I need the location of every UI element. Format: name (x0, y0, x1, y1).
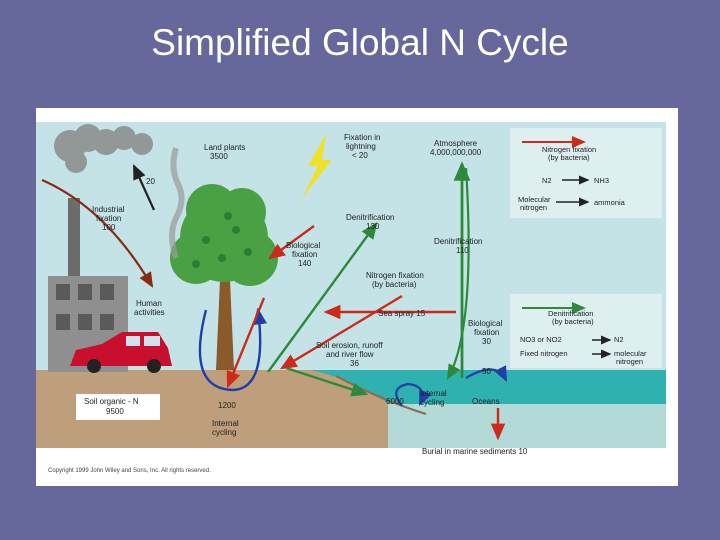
smoke-plume (54, 124, 153, 173)
legend-denit-from: NO3 or NO2 (520, 335, 562, 344)
arrow-industrial-fixation (41, 178, 154, 288)
legend-nfix-to-name: ammonia (594, 198, 626, 207)
label-nfix-bacteria: Nitrogen fixation(by bacteria) (366, 271, 424, 289)
label-burial: Burial in marine sediments 10 (422, 447, 528, 456)
lightning-bolt (302, 134, 332, 198)
legend-denit-title: Denitrification(by bacteria) (548, 309, 594, 326)
arrow-denitrification-130 (267, 222, 378, 373)
legend-nfix-from: N2 (542, 176, 552, 185)
legend-denit-to: N2 (614, 335, 624, 344)
arrow-tree-to-soil (226, 297, 266, 389)
arrow-internal-cycling-ocean (395, 382, 432, 407)
plant-emission-wisp (169, 147, 185, 259)
copyright-note: Copyright 1999 John Wiley and Sons, Inc.… (48, 468, 211, 474)
label-oceans: Oceans (472, 397, 500, 406)
arrow-flux-50 (465, 365, 507, 382)
arrow-nitrogen-fixation-bacteria (279, 294, 403, 370)
legend-nfix-title: Nitrogen fixation(by bacteria) (542, 145, 596, 162)
label-6000: 6000 (386, 397, 404, 406)
arrow-biological-fixation-140 (268, 225, 315, 260)
car (70, 332, 172, 373)
label-sea-spray: Sea spray 15 (378, 309, 426, 318)
tree (170, 184, 278, 370)
factory-chimney (68, 198, 80, 288)
arrow-internal-cycling-land (198, 307, 267, 392)
arrow-flux-20 (132, 163, 156, 211)
label-flux-20: 20 (146, 177, 155, 186)
legend-denit-from-name: Fixed nitrogen (520, 349, 568, 358)
legend-denitrification-box (510, 294, 662, 368)
soil-organic-box (76, 394, 160, 420)
land-soil (36, 370, 392, 448)
label-50: 50 (482, 367, 491, 376)
arrow-soil-erosion (285, 366, 369, 397)
slide-title: Simplified Global N Cycle (151, 22, 569, 63)
arrow-biological-fixation-30 (446, 167, 470, 380)
label-1200: 1200 (218, 401, 236, 410)
legend-nfix-to: NH3 (594, 176, 609, 185)
